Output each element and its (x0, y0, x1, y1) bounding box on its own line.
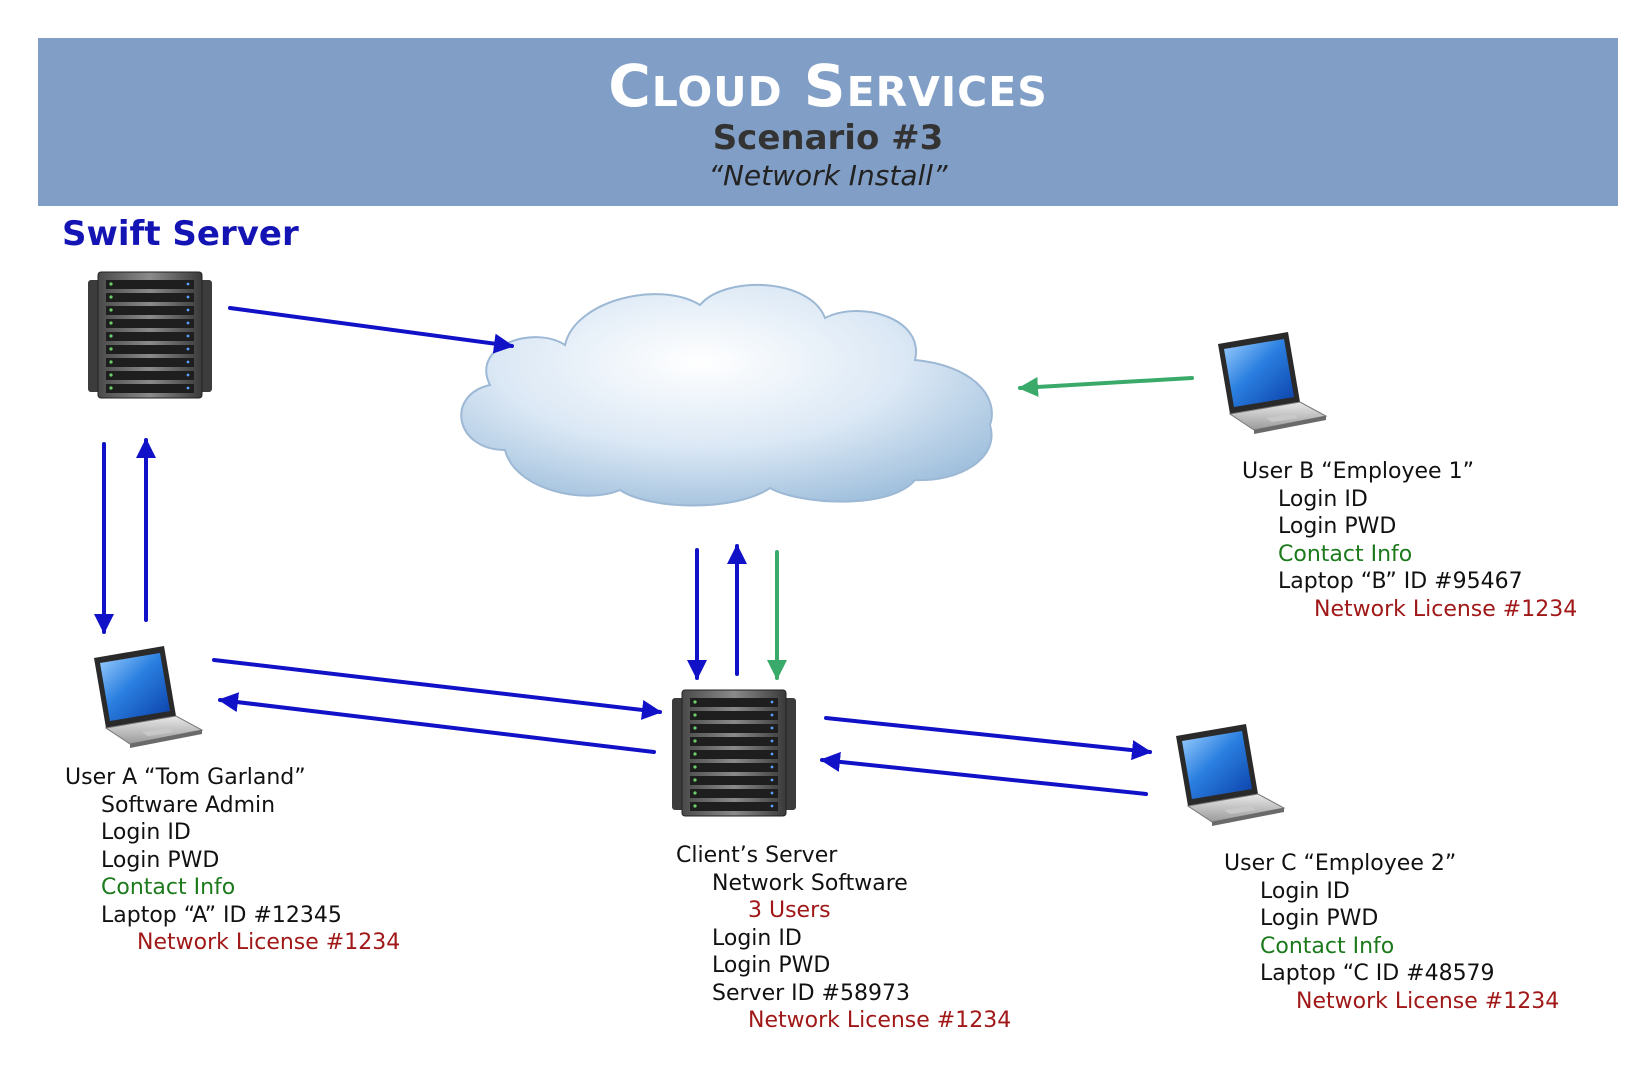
user-a-role: Software Admin (101, 792, 276, 818)
user-b-login-pwd: Login PWD (1278, 514, 1397, 539)
arrow-swift-to-cloud (228, 306, 514, 354)
client-server-users: 3 Users (748, 898, 831, 923)
swift-server-icon (87, 271, 213, 399)
user-c-name: User C “Employee 2” (1224, 851, 1457, 876)
client-server-name: Client’s Server (676, 843, 838, 868)
user-b-contact-info: Contact Info (1278, 541, 1413, 567)
user-a-license: Network License #1234 (137, 930, 401, 955)
user-b-license: Network License #1234 (1314, 596, 1578, 622)
header-banner: Cloud Services Scenario #3 “Network Inst… (38, 38, 1618, 206)
user-c-info: User C “Employee 2” Login ID Login PWD C… (1224, 850, 1559, 1015)
client-server-software: Network Software (712, 870, 908, 896)
client-server-login-pwd: Login PWD (712, 953, 831, 978)
client-server-license: Network License #1234 (748, 1008, 1012, 1033)
arrow-client-to-user-c (824, 716, 1152, 761)
user-a-laptop-id: Laptop “A” ID #12345 (101, 902, 342, 928)
arrow-user-a-to-client (212, 658, 662, 720)
arrow-user-b-to-cloud (1018, 376, 1194, 397)
arrow-user-c-to-client (820, 751, 1148, 796)
user-a-login-id: Login ID (101, 820, 191, 845)
user-b-login-id: Login ID (1278, 486, 1368, 512)
user-a-name: User A “Tom Garland” (65, 765, 306, 790)
laptop-b-icon (1217, 331, 1327, 435)
cloud-icon (460, 283, 993, 507)
page-title: Cloud Services (608, 52, 1048, 120)
user-a-contact-info: Contact Info (101, 875, 236, 900)
arrow-client-to-user-a (218, 692, 656, 754)
user-c-login-id: Login ID (1260, 878, 1350, 904)
user-c-license: Network License #1234 (1296, 988, 1560, 1014)
laptop-c-icon (1175, 723, 1285, 827)
user-b-info: User B “Employee 1” Login ID Login PWD C… (1242, 458, 1577, 623)
swift-server-label: Swift Server (62, 214, 299, 254)
client-server-login-id: Login ID (712, 925, 802, 951)
page-subtitle: Scenario #3 (712, 118, 944, 158)
user-c-contact-info: Contact Info (1260, 933, 1395, 959)
user-a-login-pwd: Login PWD (101, 847, 220, 873)
user-b-name: User B “Employee 1” (1242, 459, 1474, 484)
client-server-info: Client’s Server Network Software 3 Users… (676, 842, 1011, 1035)
page-tagline: “Network Install” (708, 159, 948, 192)
client-server-id: Server ID #58973 (712, 980, 910, 1006)
user-c-laptop-id: Laptop “C ID #48579 (1260, 961, 1495, 986)
client-server-icon (671, 689, 797, 817)
user-c-login-pwd: Login PWD (1260, 906, 1379, 931)
user-b-laptop-id: Laptop “B” ID #95467 (1278, 569, 1523, 594)
user-a-info: User A “Tom Garland” Software Admin Logi… (65, 764, 400, 957)
laptop-a-icon (93, 645, 203, 749)
